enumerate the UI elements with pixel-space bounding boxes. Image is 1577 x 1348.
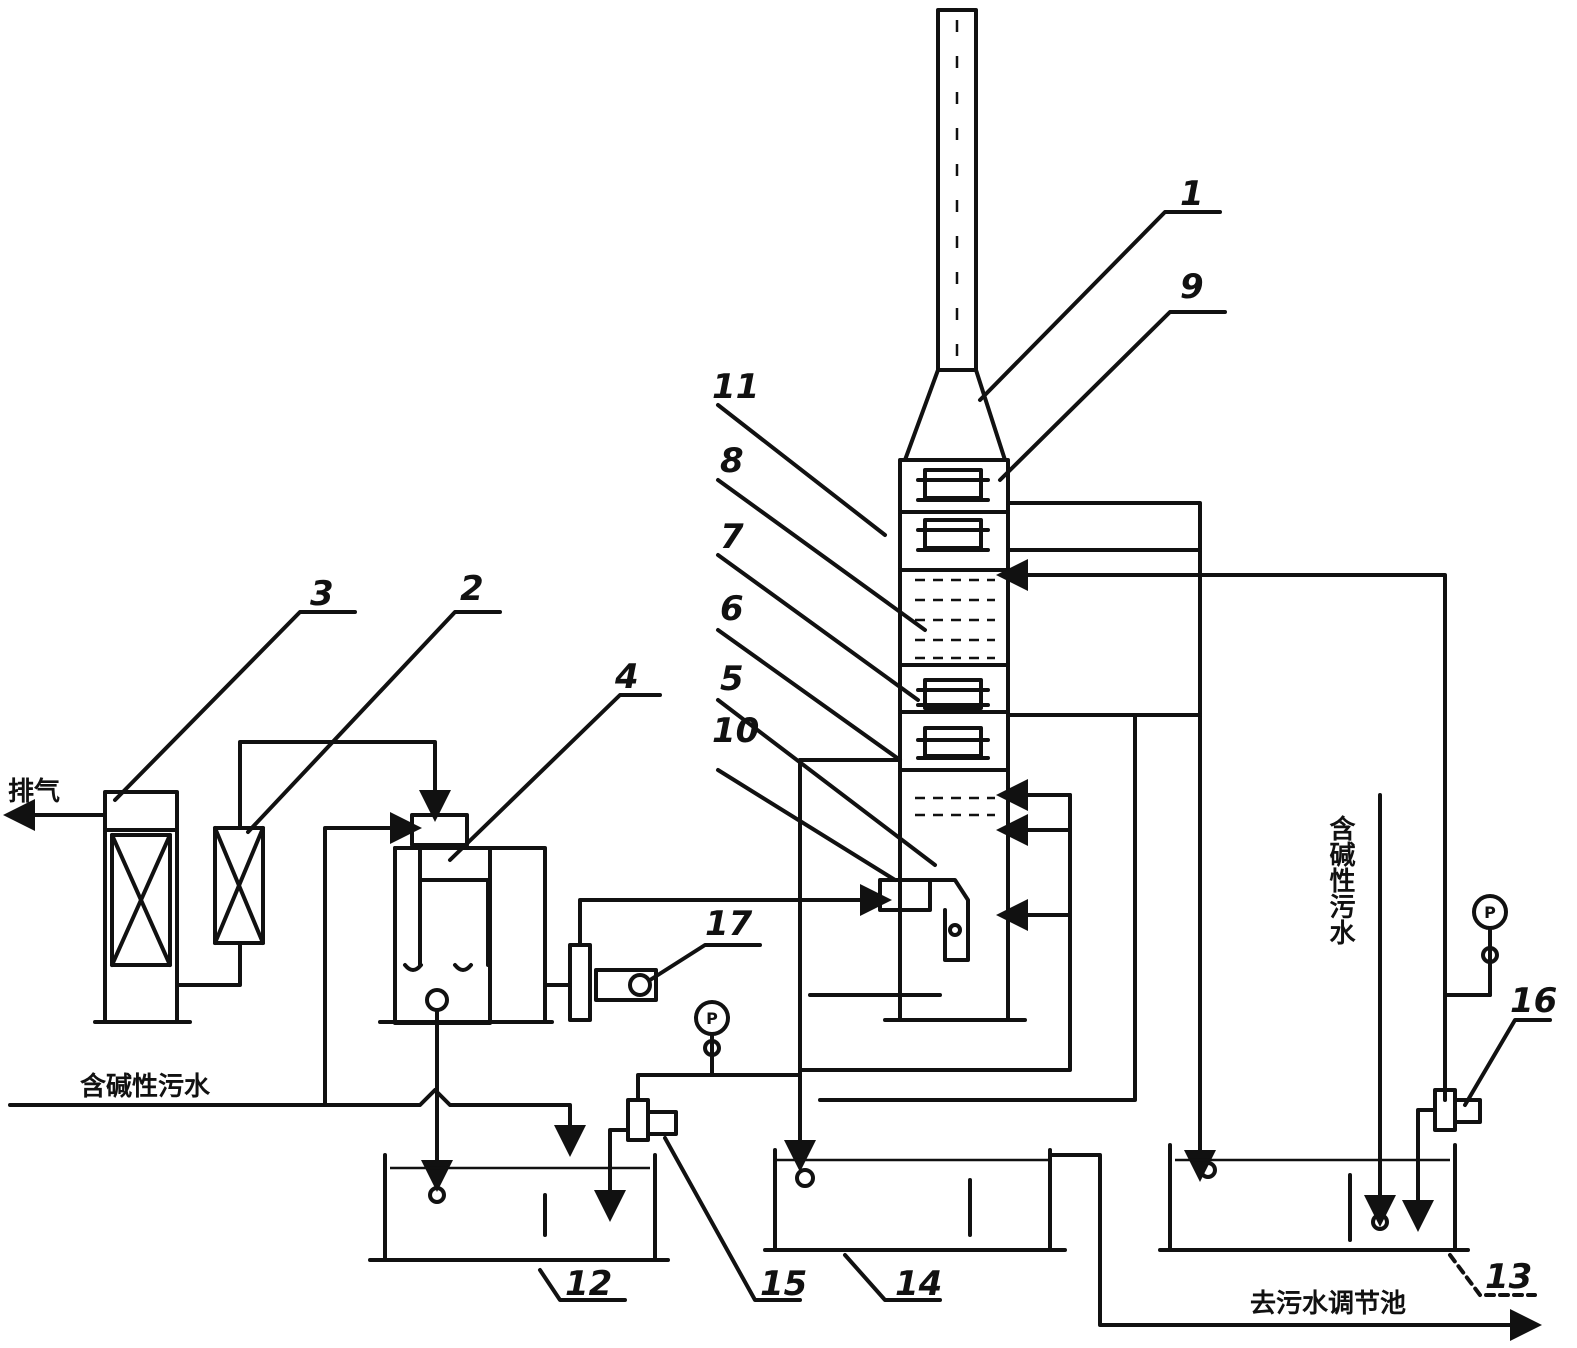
callout-17: 17 — [705, 904, 753, 944]
callout-11: 11 — [712, 367, 759, 407]
pressure-gauge-right — [1472, 894, 1508, 997]
callout-1: 1 — [1180, 174, 1204, 214]
callout-5: 5 — [720, 659, 744, 699]
callout-16: 16 — [1510, 981, 1557, 1021]
label-alkaline-wastewater-side: 含碱性污水 — [1325, 814, 1355, 945]
gauge-labels: P P — [706, 903, 1496, 1028]
callout-10: 10 — [712, 711, 759, 751]
feed-line — [8, 758, 902, 1192]
stream-labels: 排气 含碱性污水 去污水调节池 含碱性污水 — [8, 776, 1406, 1319]
callout-leaders — [113, 210, 1552, 1302]
pressure-gauge-left — [694, 1000, 730, 1077]
tank-12 — [368, 1153, 670, 1262]
gauge-right-label: P — [1484, 903, 1496, 922]
callout-2: 2 — [460, 569, 484, 609]
filter-2 — [175, 740, 451, 987]
tower-stack — [936, 8, 978, 372]
packing-layer-top — [916, 468, 990, 552]
tower-body — [883, 458, 1027, 1022]
label-exhaust-outlet: 排气 — [8, 776, 60, 807]
callout-7: 7 — [720, 517, 744, 557]
callout-6: 6 — [720, 589, 744, 629]
callout-14: 14 — [895, 1264, 942, 1304]
tower-piping-right — [798, 501, 1447, 1182]
callout-labels: 1 2 3 4 5 6 7 8 9 10 11 12 13 14 15 16 1… — [310, 174, 1557, 1304]
tower-cone — [903, 368, 1007, 462]
absorber-3 — [3, 790, 192, 1024]
callout-9: 9 — [1180, 267, 1204, 307]
callout-12: 12 — [565, 1264, 612, 1304]
label-to-regulating-pond: 去污水调节池 — [1250, 1289, 1406, 1319]
callout-15: 15 — [760, 1264, 807, 1304]
callout-13: 13 — [1485, 1257, 1532, 1297]
spray-zone — [915, 578, 995, 660]
callout-4: 4 — [614, 657, 639, 697]
pump-15 — [594, 1073, 802, 1222]
packing-layer-bottom — [916, 678, 990, 760]
tank-14 — [763, 1148, 1542, 1341]
tank-13 — [1158, 793, 1470, 1252]
spray-header-lower — [915, 796, 995, 817]
tower-inlet-ejector — [878, 878, 970, 962]
callout-8: 8 — [720, 441, 744, 481]
callout-3: 3 — [310, 574, 334, 614]
gauge-left-label: P — [706, 1009, 718, 1028]
label-alkaline-wastewater-in: 含碱性污水 — [80, 1071, 211, 1102]
fan-17 — [543, 884, 892, 1022]
pump-16 — [1402, 993, 1492, 1232]
